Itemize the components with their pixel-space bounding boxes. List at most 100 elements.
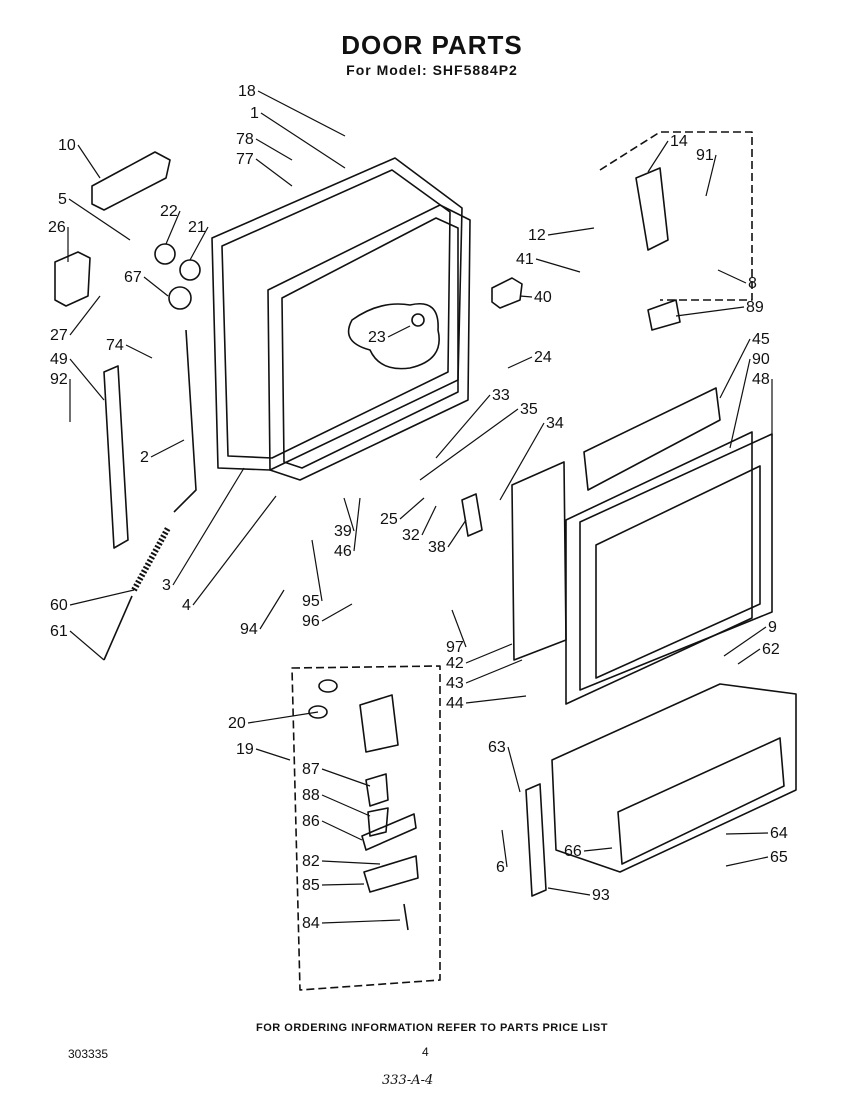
part-19-dispenser-body: [359, 694, 399, 753]
part-label-39: 39: [334, 523, 352, 540]
leader-line-39: [343, 497, 355, 532]
part-label-87: 87: [302, 761, 320, 778]
leader-line-18: [257, 90, 346, 137]
part-label-46: 46: [334, 543, 352, 560]
leader-line-38: [447, 519, 467, 548]
part-label-8: 8: [748, 275, 757, 292]
part-label-32: 32: [402, 527, 420, 544]
part-38-block: [461, 493, 483, 537]
leader-line-78: [255, 138, 293, 161]
part-2-rod: [173, 329, 197, 513]
part-label-12: 12: [528, 227, 546, 244]
leader-line-85: [321, 883, 365, 886]
leader-line-87: [321, 768, 371, 787]
leader-line-60: [69, 589, 135, 606]
leader-line-91: [705, 154, 717, 197]
part-label-41: 41: [516, 251, 534, 268]
part-20-gasket-top: [318, 679, 338, 693]
part-label-42: 42: [446, 655, 464, 672]
leader-line-64: [725, 832, 769, 835]
part-label-82: 82: [302, 853, 320, 870]
part-label-27: 27: [50, 327, 68, 344]
leader-line-45: [719, 338, 751, 399]
leader-line-97: [451, 609, 467, 648]
part-20-gasket-bottom: [308, 705, 328, 719]
part-label-94: 94: [240, 621, 258, 638]
part-label-35: 35: [520, 401, 538, 418]
part-label-44: 44: [446, 695, 464, 712]
part-26-bracket: [54, 251, 91, 307]
part-label-85: 85: [302, 877, 320, 894]
leader-line-12: [547, 227, 595, 236]
part-label-95: 95: [302, 593, 320, 610]
part-label-62: 62: [762, 641, 780, 658]
leader-line-21: [189, 226, 209, 261]
part-66-trim: [617, 737, 785, 865]
part-label-92: 92: [50, 371, 68, 388]
leader-line-43: [465, 659, 523, 684]
leader-line-40: [519, 295, 533, 298]
leader-line-93: [547, 887, 591, 896]
part-label-5: 5: [58, 191, 67, 208]
part-label-84: 84: [302, 915, 320, 932]
part-87-component: [365, 773, 389, 807]
inner-door-panel-edge: [281, 217, 459, 469]
leader-line-82: [321, 860, 381, 865]
part-12-latch: [635, 167, 669, 251]
leader-line-89: [675, 306, 745, 317]
leader-line-42: [465, 643, 513, 664]
leader-line-6: [501, 829, 508, 868]
part-label-49: 49: [50, 351, 68, 368]
leader-line-77: [255, 158, 293, 187]
leader-line-62: [737, 648, 761, 665]
part-49-trim-strip: [103, 365, 129, 549]
part-label-67: 67: [124, 269, 142, 286]
part-label-19: 19: [236, 741, 254, 758]
ordering-note: FOR ORDERING INFORMATION REFER TO PARTS …: [256, 1022, 608, 1034]
part-10-handle: [91, 151, 171, 211]
vent-opening: [347, 303, 440, 370]
part-90-panel: [565, 431, 753, 705]
latch-assembly-boundary: [599, 131, 753, 301]
part-label-6: 6: [496, 859, 505, 876]
leader-line-61: [69, 630, 105, 661]
leader-line-63: [507, 746, 521, 793]
leader-line-94: [259, 589, 285, 630]
part-19-assembly-boundary: [291, 665, 441, 991]
part-89-latch-keeper: [647, 299, 681, 331]
leader-line-25: [399, 497, 425, 520]
leader-line-27: [69, 295, 101, 336]
document-number: 303335: [68, 1047, 109, 1061]
part-label-14: 14: [670, 133, 688, 150]
leader-line-20: [247, 711, 319, 724]
part-label-93: 93: [592, 887, 610, 904]
leader-line-96: [321, 603, 353, 622]
handwritten-code: 333-A-4: [382, 1073, 434, 1088]
part-label-65: 65: [770, 849, 788, 866]
part-label-90: 90: [752, 351, 770, 368]
part-label-9: 9: [768, 619, 777, 636]
part-label-25: 25: [380, 511, 398, 528]
part-label-64: 64: [770, 825, 788, 842]
leader-line-4: [192, 495, 277, 606]
leader-line-88: [321, 794, 371, 817]
part-label-88: 88: [302, 787, 320, 804]
leader-line-22: [165, 210, 181, 245]
leader-line-49: [69, 358, 105, 401]
leader-line-3: [172, 467, 245, 586]
leader-line-2: [150, 439, 185, 458]
part-48-inner-outline: [595, 465, 761, 679]
part-label-22: 22: [160, 203, 178, 220]
page-title: DOOR PARTS: [341, 30, 523, 60]
leader-line-84: [321, 919, 401, 924]
part-label-33: 33: [492, 387, 510, 404]
leader-line-46: [353, 497, 361, 552]
leader-line-95: [311, 539, 323, 602]
part-85-bracket: [363, 855, 419, 893]
part-84-screw: [403, 903, 409, 931]
part-label-4: 4: [182, 597, 191, 614]
part-label-21: 21: [188, 219, 206, 236]
leader-line-67: [143, 276, 169, 297]
part-label-23: 23: [368, 329, 386, 346]
part-label-10: 10: [58, 137, 76, 154]
